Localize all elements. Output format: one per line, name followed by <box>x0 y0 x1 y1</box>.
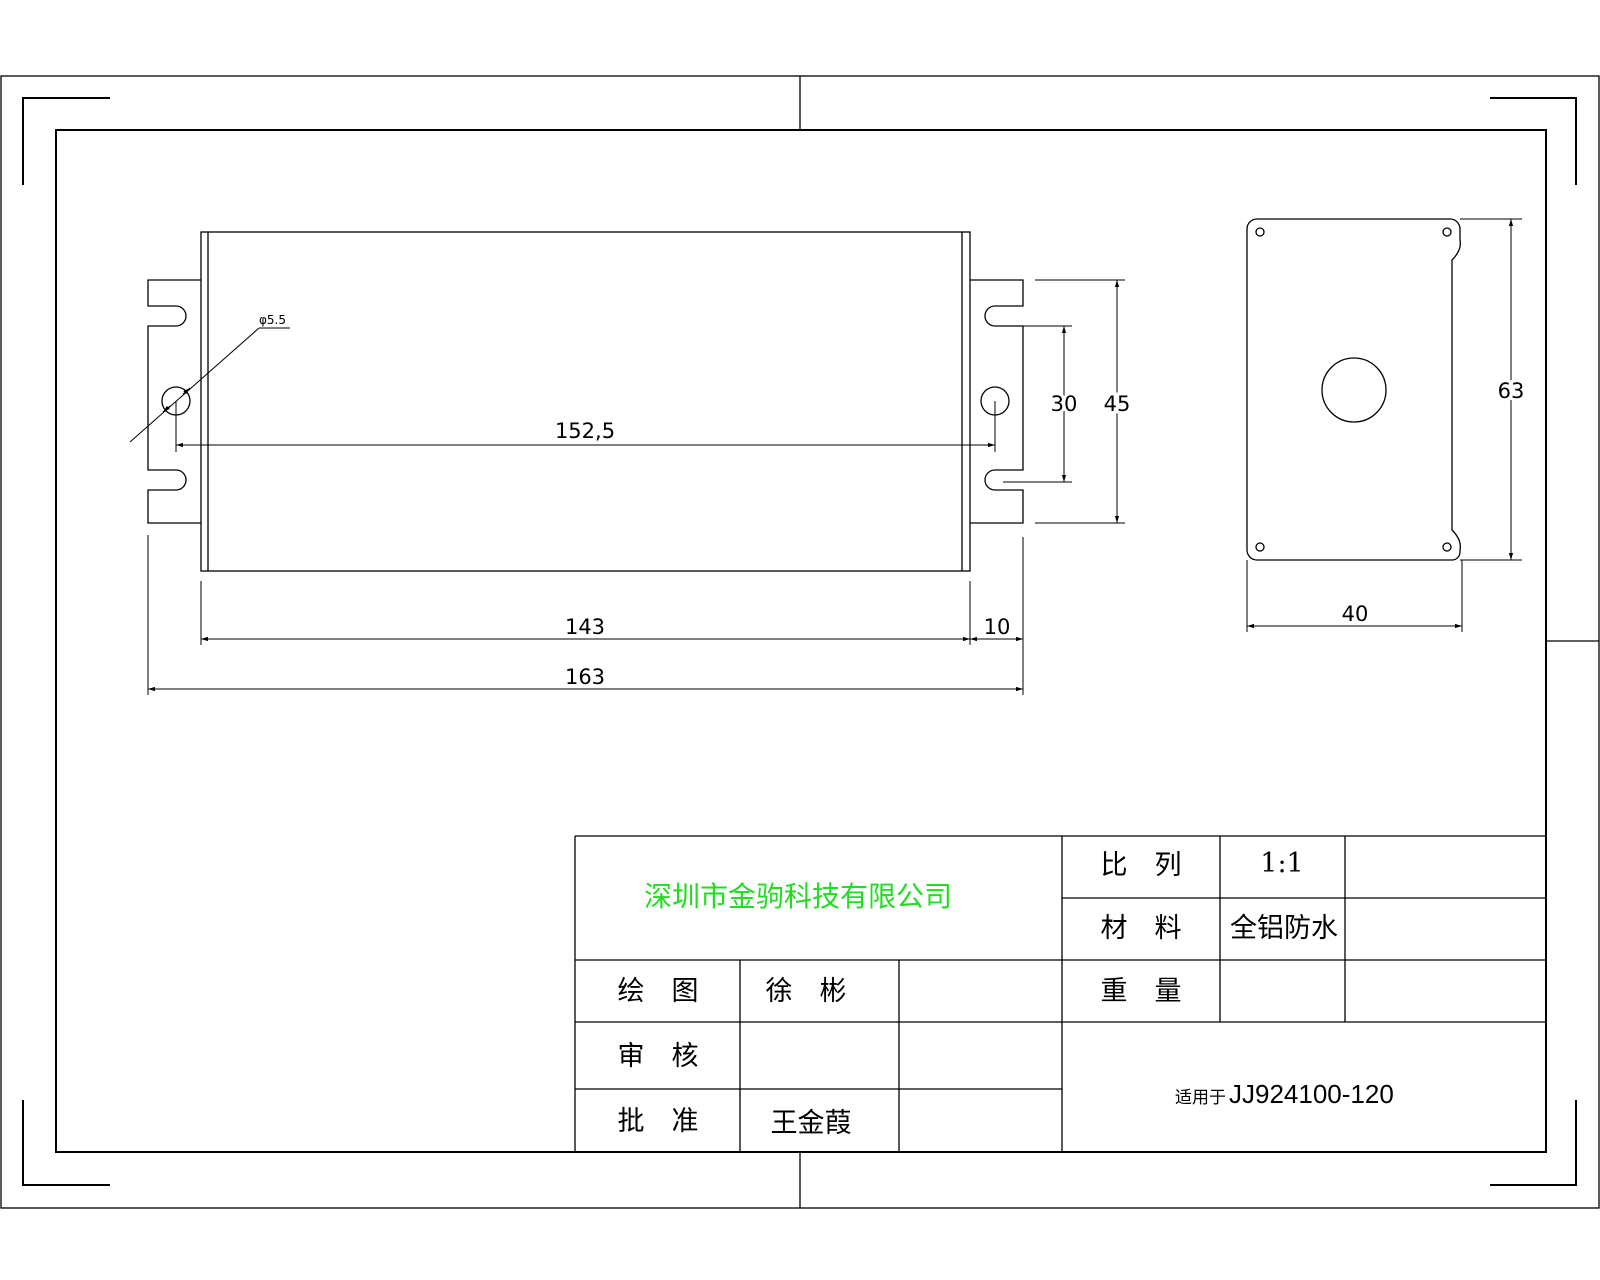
dim-end-height-label: 63 <box>1498 379 1525 403</box>
dim-flange-length-label: 10 <box>984 615 1011 639</box>
dim-flange-width: 45 <box>1035 279 1133 524</box>
model-number: JJ924100-120 <box>1229 1079 1394 1109</box>
front-view <box>147 231 1024 572</box>
material-value: 全铝防水 <box>1230 913 1338 944</box>
dim-end-width-label: 40 <box>1342 602 1369 626</box>
approve-label: 批 准 <box>618 1106 699 1137</box>
end-screw-hole-tr <box>1442 227 1452 237</box>
cable-gland-hole <box>1321 357 1387 423</box>
dim-slot-spacing: 30 <box>1003 325 1080 483</box>
company-name: 深圳市金驹科技有限公司 <box>644 880 952 913</box>
dim-end-height: 63 <box>1460 218 1527 561</box>
scale-value: 1:1 <box>1260 848 1303 879</box>
dim-body-length: 143 10 <box>200 537 1024 695</box>
approve-value: 王金葭 <box>771 1108 852 1139</box>
dim-total-length: 163 <box>147 535 1023 695</box>
material-label: 材 料 <box>1101 913 1182 944</box>
end-screw-hole-br <box>1442 542 1452 552</box>
end-screw-hole-tl <box>1255 227 1265 237</box>
title-block: 深圳市金驹科技有限公司 比 列 1:1 材 料 全铝防水 重 量 绘 图 徐 彬… <box>574 835 1546 1152</box>
enclosure-body <box>200 231 971 572</box>
dim-hole-spacing: 152,5 <box>175 401 996 452</box>
sheet-border <box>0 75 1600 1209</box>
dim-body-length-label: 143 <box>565 615 605 639</box>
end-screw-hole-bl <box>1255 542 1265 552</box>
review-label: 审 核 <box>618 1041 699 1072</box>
dim-hole-spacing-label: 152,5 <box>555 419 615 443</box>
scale-label: 比 列 <box>1101 850 1182 881</box>
dim-end-width: 40 <box>1246 560 1463 632</box>
left-flange <box>147 279 201 524</box>
corner-marks <box>22 97 1577 1186</box>
dim-total-length-label: 163 <box>565 665 605 689</box>
dim-slot-spacing-label: 30 <box>1051 392 1078 416</box>
hole-diameter-callout: φ5.5 <box>129 313 290 443</box>
hole-diameter-label: φ5.5 <box>259 313 286 327</box>
end-view <box>1246 218 1461 561</box>
drawn-label: 绘 图 <box>618 976 699 1007</box>
end-cap-outline <box>1246 218 1461 561</box>
model-prefix: 适用于 <box>1175 1088 1226 1108</box>
dim-flange-width-label: 45 <box>1104 392 1131 416</box>
right-flange <box>970 279 1024 524</box>
drawn-value: 徐 彬 <box>766 976 847 1007</box>
weight-label: 重 量 <box>1101 976 1182 1007</box>
